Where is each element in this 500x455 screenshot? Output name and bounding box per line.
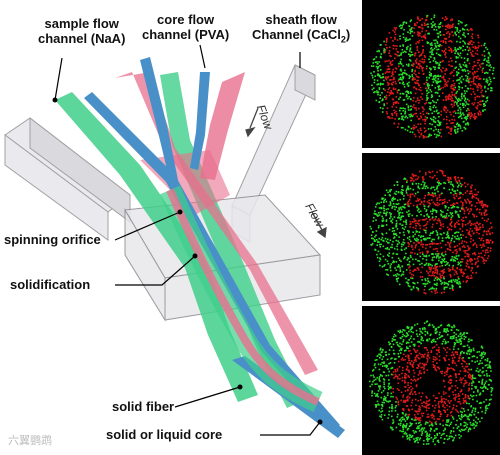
micrograph-image-3 (369, 320, 494, 446)
micrograph-core-sheath (362, 306, 500, 455)
micrograph-image-1 (370, 14, 495, 139)
sheath-flow-label: sheath flow Channel (CaCl2) (252, 12, 350, 48)
sample-flow-label-line1: sample flow (44, 16, 119, 31)
solidification-label: solidification (10, 277, 91, 292)
watermark: 六翼鹦鹉 (8, 434, 52, 447)
core-flow-label-line1: core flow (157, 12, 215, 27)
device-schematic: sample flow channel (NaA) core flow chan… (4, 12, 351, 447)
micrograph-dots (369, 320, 494, 446)
solid-fiber (159, 185, 323, 413)
micrograph-stripes-vertical (362, 0, 500, 148)
sheath-flow-label-line1: sheath flow (265, 12, 337, 27)
sheath-flow-label-line2: Channel (CaCl2) (252, 27, 350, 48)
core-flow-label: core flow channel (PVA) (142, 12, 229, 42)
sheath-flow-label-prefix: Channel (CaCl (252, 27, 341, 42)
flow-arrows (245, 107, 327, 239)
micrograph-stripes-horizontal (362, 153, 500, 301)
sheath-flow-label-sub: 2 (340, 34, 346, 45)
micrograph-dots (370, 14, 495, 139)
leader-lines (54, 44, 321, 436)
spinning-orifice-label: spinning orifice (4, 232, 101, 247)
micrograph-column (358, 0, 500, 455)
leader-dots (52, 97, 323, 425)
sheath-flow-label-suffix: ) (345, 27, 351, 42)
microfluidic-device-drawing (4, 44, 345, 438)
micrograph-dots (369, 169, 494, 295)
sample-flow-label-line2: channel (NaA) (38, 31, 126, 46)
solid-fiber-label: solid fiber (112, 399, 175, 414)
sample-flow-label: sample flow channel (NaA) (38, 16, 125, 46)
sheath-channel-left (4, 116, 131, 241)
micrograph-image-2 (369, 169, 494, 295)
core-flow-label-line2: channel (PVA) (142, 27, 230, 42)
solid-core-label: solid or liquid core (106, 427, 223, 442)
